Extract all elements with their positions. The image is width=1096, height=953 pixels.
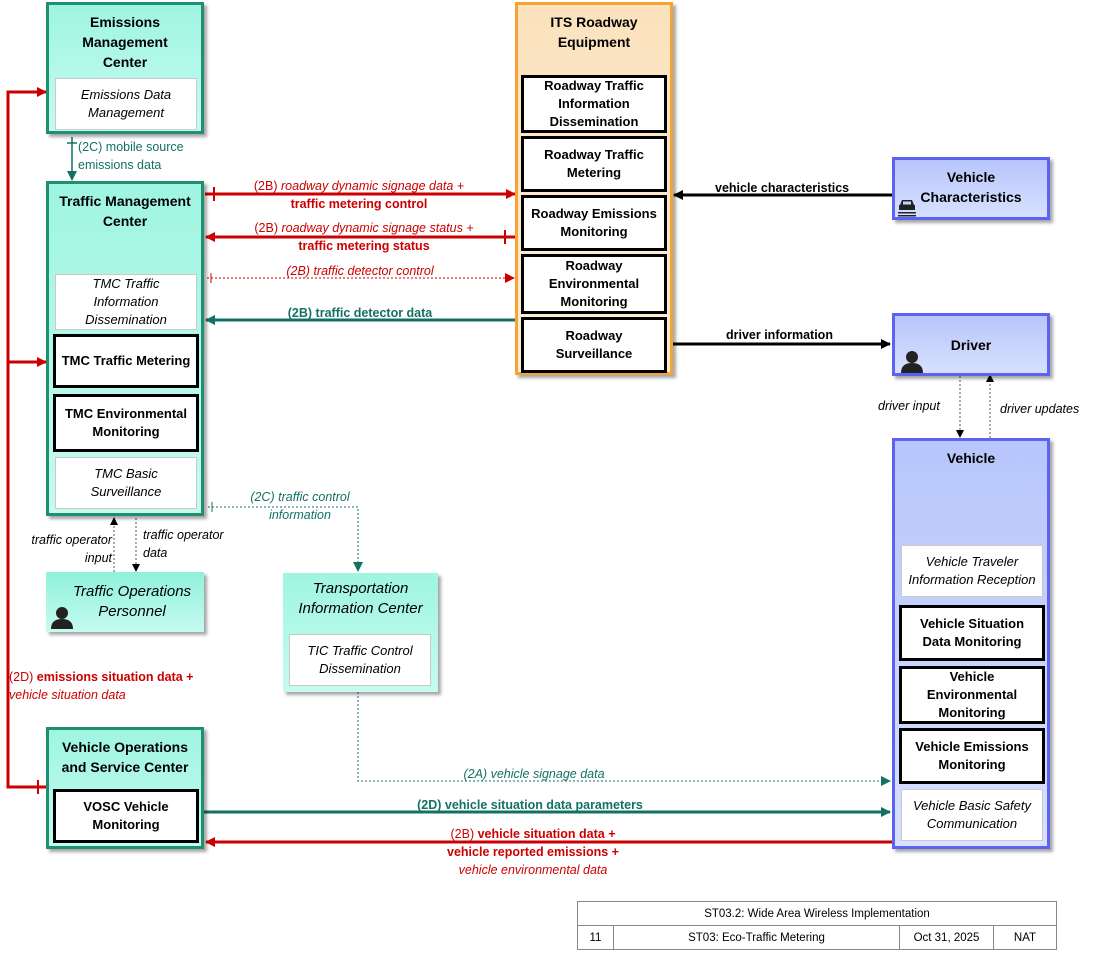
node-title: Vehicle: [946, 450, 996, 466]
node-title: Vehicle Operations and Service Center: [61, 739, 189, 775]
vehicle-characteristics[interactable]: Vehicle Characteristics: [892, 157, 1050, 220]
object-vosc-vehicle-monitoring[interactable]: VOSC Vehicle Monitoring: [53, 789, 199, 843]
object-vehicle-traveler-info-reception[interactable]: Vehicle Traveler Information Reception: [901, 545, 1043, 597]
object-tmc-traffic-info-dissemination[interactable]: TMC Traffic Information Dissemination: [55, 274, 197, 330]
flow-label-vehicle-situation: (2B) vehicle situation data + vehicle re…: [447, 827, 619, 877]
flow-label-signage-data: (2B) roadway dynamic signage data + traf…: [253, 179, 465, 211]
object-roadway-environmental-monitoring[interactable]: Roadway Environmental Monitoring: [521, 254, 667, 314]
object-tic-traffic-control-dissemination[interactable]: TIC Traffic Control Dissemination: [289, 634, 431, 686]
object-tmc-basic-surveillance[interactable]: TMC Basic Surveillance: [55, 457, 197, 509]
traffic-operations-personnel[interactable]: Traffic Operations Personnel: [46, 572, 204, 632]
object-vehicle-basic-safety-communication[interactable]: Vehicle Basic Safety Communication: [901, 789, 1043, 841]
person-icon: [901, 351, 923, 373]
object-roadway-surveillance[interactable]: Roadway Surveillance: [521, 317, 667, 373]
traffic-management-center[interactable]: Traffic Management Center TMC Traffic In…: [46, 181, 204, 516]
footer-title: ST03.2: Wide Area Wireless Implementatio…: [577, 901, 1057, 926]
object-emissions-data-management[interactable]: Emissions Data Management: [55, 78, 197, 130]
object-vehicle-emissions-monitoring[interactable]: Vehicle Emissions Monitoring: [899, 728, 1045, 784]
flow-line-vehicle-signage: [357, 692, 891, 786]
node-title: Traffic Management Center: [59, 193, 191, 229]
flow-label-operator-input: traffic operator input: [31, 533, 112, 565]
object-roadway-traffic-info-dissemination[interactable]: Roadway Traffic Information Disseminatio…: [521, 75, 667, 133]
node-title: ITS Roadway Equipment: [550, 14, 638, 50]
object-tmc-environmental-monitoring[interactable]: TMC Environmental Monitoring: [53, 394, 199, 452]
flow-label-vehicle-characteristics: vehicle characteristics: [715, 181, 850, 195]
object-vehicle-environmental-monitoring[interactable]: Vehicle Environmental Monitoring: [899, 666, 1045, 724]
flow-label-operator-data: traffic operator data: [143, 528, 224, 560]
flow-label-driver-updates: driver updates: [1000, 402, 1080, 416]
flow-line-emissions-situation: [6, 87, 47, 789]
flow-label-signage-status: (2B) roadway dynamic signage status + tr…: [254, 221, 474, 253]
flow-label-driver-information: driver information: [726, 328, 833, 342]
object-vehicle-situation-data-monitoring[interactable]: Vehicle Situation Data Monitoring: [899, 605, 1045, 661]
flow-label-driver-input: driver input: [878, 399, 940, 413]
footer-date: Oct 31, 2025: [899, 925, 994, 950]
flow-line-traffic-control-info: [208, 506, 363, 572]
footer-package: ST03: Eco-Traffic Metering: [613, 925, 900, 950]
flow-label-situation-parameters: (2D) vehicle situation data parameters: [417, 798, 643, 812]
flow-label-emissions-situation: (2D) emissions situation data + vehicle …: [9, 670, 194, 702]
node-title: Traffic Operations Personnel: [72, 583, 192, 620]
footer-number: 11: [577, 925, 614, 950]
object-roadway-emissions-monitoring[interactable]: Roadway Emissions Monitoring: [521, 195, 667, 251]
flow-label-detector-data: (2B) traffic detector data: [287, 306, 433, 320]
object-tmc-traffic-metering[interactable]: TMC Traffic Metering: [53, 334, 199, 388]
flow-label-vehicle-signage: (2A) vehicle signage data: [463, 767, 605, 781]
flow-label-mobile-source: (2C) mobile source emissions data: [78, 140, 184, 172]
node-title: Driver: [950, 337, 992, 353]
its-roadway-equipment[interactable]: ITS Roadway Equipment Roadway Traffic In…: [515, 2, 673, 375]
emissions-management-center[interactable]: Emissions Management Center Emissions Da…: [46, 2, 204, 134]
footer-scope: NAT: [993, 925, 1057, 950]
object-roadway-traffic-metering[interactable]: Roadway Traffic Metering: [521, 136, 667, 192]
vehicle-icon: [898, 200, 916, 217]
node-title: Emissions Management Center: [82, 14, 168, 70]
node-title: Vehicle Characteristics: [920, 169, 1022, 205]
person-icon: [51, 607, 73, 629]
flow-label-detector-control: (2B) traffic detector control: [286, 264, 434, 278]
transportation-information-center[interactable]: Transportation Information Center TIC Tr…: [283, 573, 438, 692]
vehicle[interactable]: Vehicle Vehicle Traveler Information Rec…: [892, 438, 1050, 849]
node-title: Transportation Information Center: [298, 580, 423, 617]
vehicle-operations-service-center[interactable]: Vehicle Operations and Service Center VO…: [46, 727, 204, 849]
driver[interactable]: Driver: [892, 313, 1050, 376]
flow-label-traffic-control-info: (2C) traffic control information: [250, 490, 350, 522]
